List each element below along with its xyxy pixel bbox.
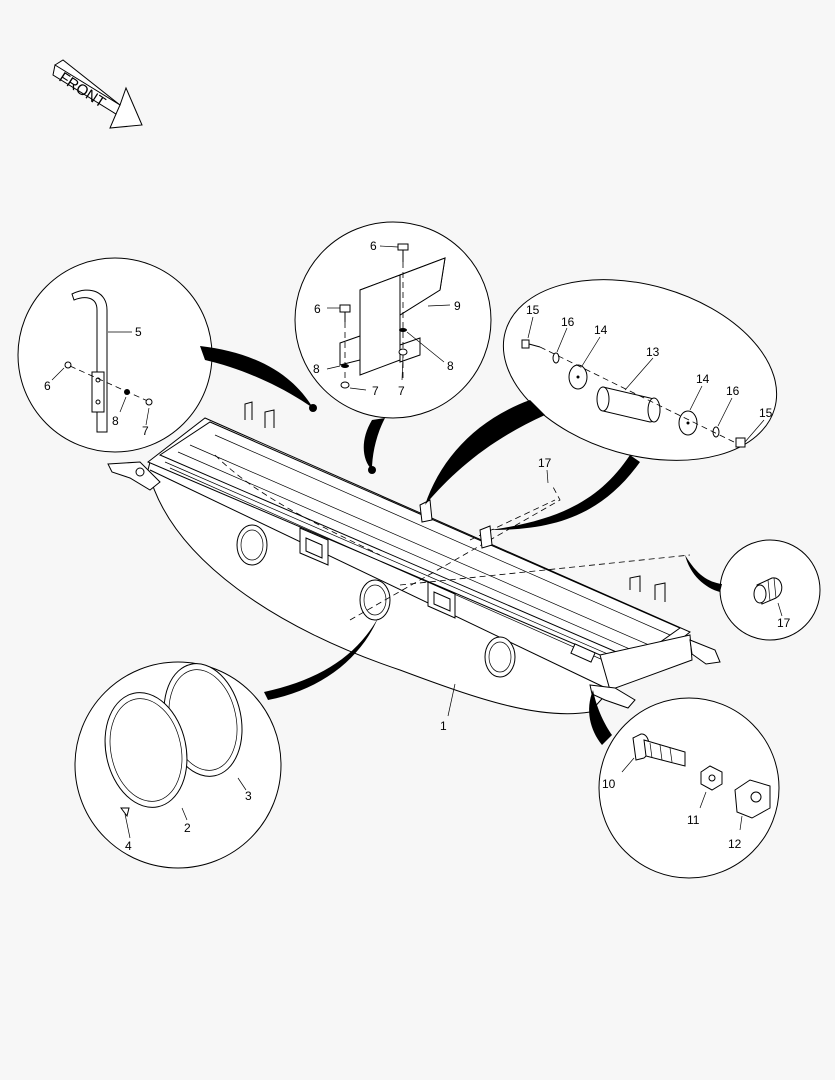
callout-8: 8 [112, 414, 119, 428]
trough-assembly [107, 401, 721, 715]
callout-15: 15 [759, 406, 773, 420]
callout-16: 16 [561, 315, 575, 329]
callout-7: 7 [372, 384, 379, 398]
detail-cylinder: 15 16 14 13 14 16 15 [425, 279, 778, 530]
detail-bracket: 6 6 9 8 8 7 7 [294, 221, 492, 470]
detail-adjuster: 10 11 12 [589, 690, 780, 879]
callout-8: 8 [313, 362, 320, 376]
callout-10: 10 [602, 777, 616, 791]
callout-6: 6 [44, 379, 51, 393]
callout-7: 7 [398, 384, 405, 398]
callout-14: 14 [696, 372, 710, 386]
callout-6: 6 [370, 239, 377, 253]
callout-14: 14 [594, 323, 608, 337]
callout-11: 11 [687, 813, 700, 827]
callout-8: 8 [447, 359, 454, 373]
callout-16: 16 [726, 384, 740, 398]
detail-handle: 5 6 8 7 [17, 257, 313, 453]
callout-17: 17 [777, 616, 791, 630]
callout-6: 6 [314, 302, 321, 316]
front-direction-arrow: FRONT [52, 59, 143, 129]
callout-5: 5 [135, 325, 142, 339]
callout-1: 1 [440, 719, 447, 733]
callout-7: 7 [142, 424, 149, 438]
callout-15: 15 [526, 303, 540, 317]
callout-17: 17 [538, 456, 552, 470]
inspection-port-1 [236, 524, 268, 566]
callout-4: 4 [125, 839, 132, 853]
callout-2: 2 [184, 821, 191, 835]
callout-12: 12 [728, 837, 742, 851]
detail-gaskets: 4 2 3 1 [74, 618, 456, 869]
inspection-port-3 [484, 636, 516, 678]
callout-13: 13 [646, 345, 660, 359]
callout-3: 3 [245, 789, 252, 803]
detail-plug: 17 17 [538, 456, 821, 641]
callout-9: 9 [454, 299, 461, 313]
